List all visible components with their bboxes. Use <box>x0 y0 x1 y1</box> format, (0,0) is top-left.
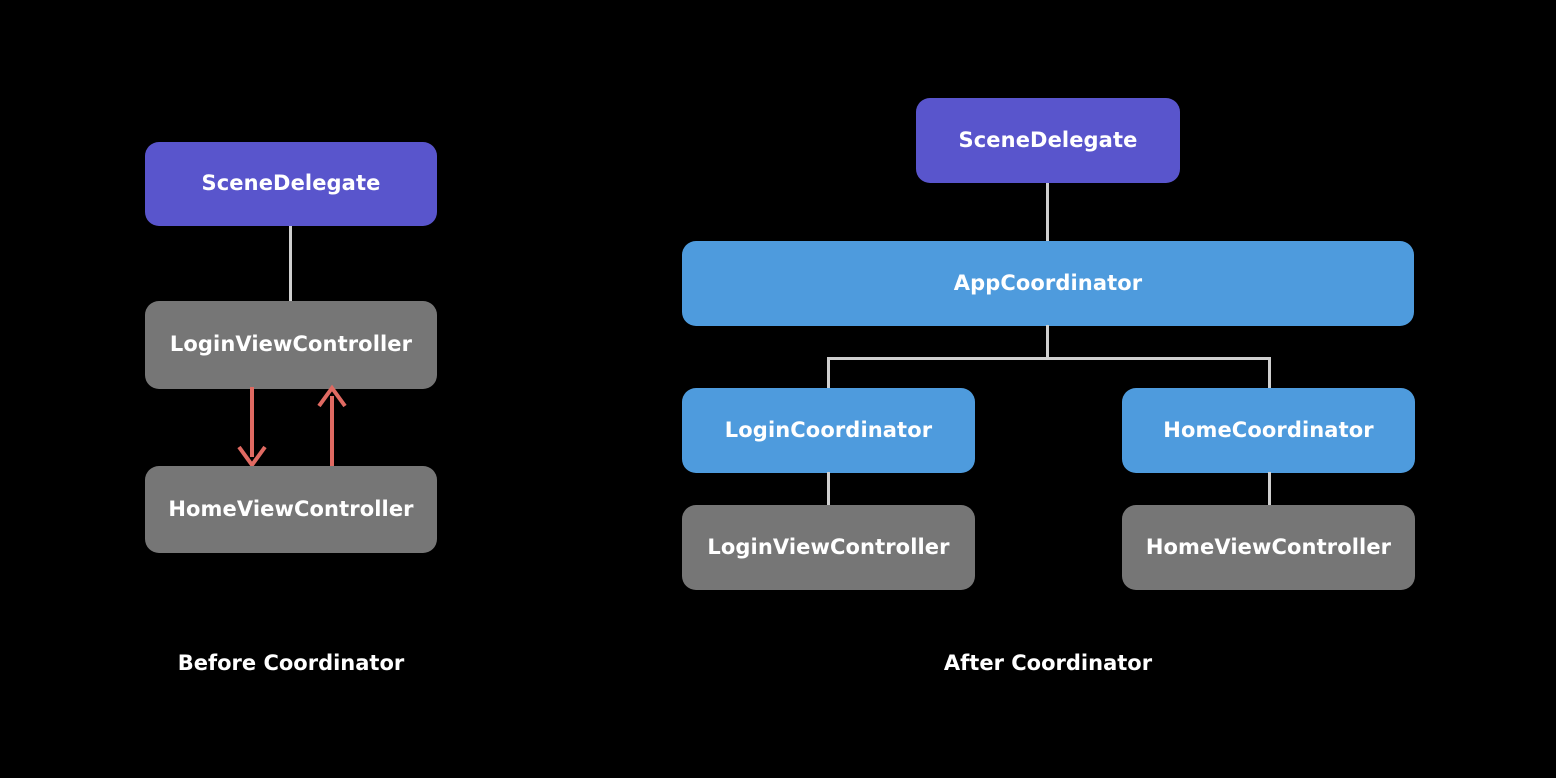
before-node-scene-delegate[interactable]: SceneDelegate <box>145 142 437 226</box>
after-node-scene-delegate[interactable]: SceneDelegate <box>916 98 1180 183</box>
after-node-home-coordinator[interactable]: HomeCoordinator <box>1122 388 1415 473</box>
after-caption: After Coordinator <box>943 651 1153 675</box>
connector-bus-to-logincoordinator <box>827 357 830 389</box>
after-node-login-view-controller[interactable]: LoginViewController <box>682 505 975 590</box>
arrow-up-home-to-login <box>317 384 347 467</box>
connector-branch-bus <box>827 357 1271 360</box>
connector-appcoordinator-stub <box>1046 325 1049 359</box>
connector-after-scenedelegate-to-appcoordinator <box>1046 182 1049 242</box>
before-node-home-view-controller[interactable]: HomeViewController <box>145 466 437 553</box>
after-node-login-coordinator[interactable]: LoginCoordinator <box>682 388 975 473</box>
before-caption: Before Coordinator <box>177 651 405 675</box>
before-node-login-view-controller[interactable]: LoginViewController <box>145 301 437 389</box>
connector-homecoordinator-to-homevc <box>1268 472 1271 506</box>
connector-bus-to-homecoordinator <box>1268 357 1271 389</box>
before-arrow-group <box>237 384 347 469</box>
connector-before-scenedelegate-to-loginvc <box>289 224 292 302</box>
after-node-home-view-controller[interactable]: HomeViewController <box>1122 505 1415 590</box>
after-node-app-coordinator[interactable]: AppCoordinator <box>682 241 1414 326</box>
arrow-down-login-to-home <box>237 387 267 469</box>
connector-logincoordinator-to-loginvc <box>827 472 830 506</box>
